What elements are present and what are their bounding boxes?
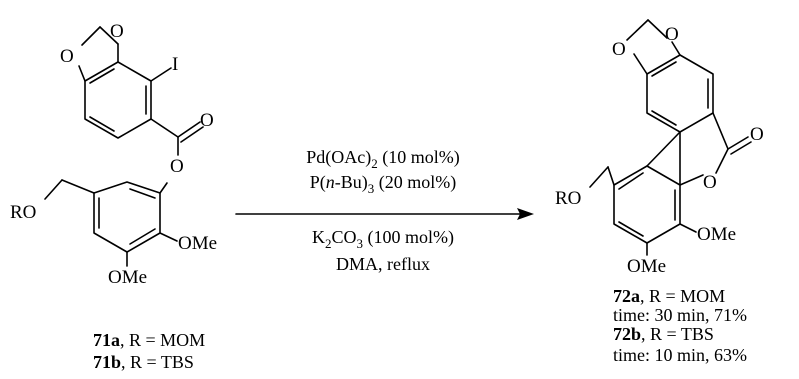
condition-base: K2CO3 (100 mol%) (312, 227, 454, 251)
product-label-72b: 72b, R = TBS (613, 324, 714, 344)
reactant-ome-2: OMe (108, 267, 147, 288)
reaction-arrow (235, 208, 534, 220)
reactant-structure: O O I O O RO OMe OMe (10, 21, 217, 288)
reactant-label-71b: 71b, R = TBS (93, 352, 194, 372)
label-71a-id: 71a (93, 330, 120, 350)
product-ring-o: O (703, 172, 717, 193)
reactant-aryl-ring (44, 179, 178, 267)
condition-ligand: P(n-Bu)3 (20 mol%) (310, 172, 457, 196)
reactant-dioxole-o-top: O (110, 21, 124, 42)
product-time-72b: time: 10 min, 63% (613, 345, 747, 365)
reactant-iodine: I (172, 54, 178, 75)
reactant-carbonyl-o: O (200, 110, 214, 131)
product-dioxole-o-a: O (612, 39, 626, 60)
product-ome-1: OMe (697, 224, 736, 245)
reactant-ester-o: O (170, 156, 184, 177)
product-ro: RO (555, 188, 581, 209)
label-71a-text: , R = MOM (120, 330, 205, 350)
condition-solvent: DMA, reflux (336, 254, 430, 274)
product-ome-2: OMe (627, 256, 666, 277)
label-71b-text: , R = TBS (121, 352, 194, 372)
product-label-72a: 72a, R = MOM (613, 286, 725, 306)
reactant-benzodioxole-ring (78, 26, 204, 156)
product-carbonyl-o: O (750, 124, 764, 145)
condition-catalyst: Pd(OAc)2 (10 mol%) (306, 147, 459, 171)
product-dioxole-o-b: O (665, 24, 679, 45)
product-structure (589, 19, 752, 256)
reactant-ome-1: OMe (178, 233, 217, 254)
reactant-dioxole-o-left: O (60, 46, 74, 67)
reactant-ro: RO (10, 202, 36, 223)
reactant-label-71a: 71a, R = MOM (93, 330, 205, 350)
product-time-72a: time: 30 min, 71% (613, 305, 747, 325)
label-71b-id: 71b (93, 352, 121, 372)
